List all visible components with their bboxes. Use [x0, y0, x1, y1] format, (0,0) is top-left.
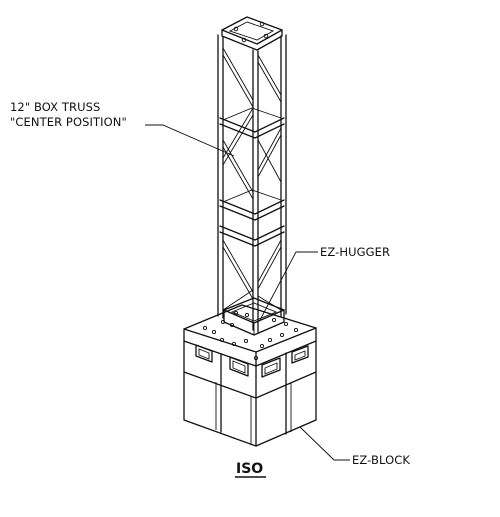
- truss-lacing-left: [222, 47, 254, 311]
- truss-lacing-right: [257, 54, 282, 311]
- top-bolt: [263, 33, 269, 39]
- block-body: [183, 371, 317, 447]
- top-bolt: [241, 37, 247, 43]
- ez-block: [183, 304, 317, 447]
- top-plate-edge: [221, 29, 283, 51]
- top-bolt: [233, 26, 239, 32]
- box-truss: [217, 16, 287, 333]
- top-bolt: [259, 21, 265, 27]
- truss-frames: [219, 107, 285, 247]
- base-plate-holes: [202, 310, 299, 361]
- top-plate-opening: [228, 21, 275, 41]
- truss-chords: [217, 34, 287, 333]
- view-title: ISO: [236, 461, 263, 477]
- truss-label-line2: "CENTER POSITION": [10, 115, 127, 129]
- block-leader: [299, 426, 350, 461]
- block-handles: [195, 344, 309, 378]
- block-label: EZ-BLOCK: [352, 453, 410, 467]
- truss-label-line1: 12" BOX TRUSS: [10, 100, 100, 114]
- hugger-label: EZ-HUGGER: [320, 245, 390, 259]
- truss-leader: [145, 124, 235, 157]
- hugger-leader: [259, 251, 318, 321]
- leader-lines: [145, 124, 350, 461]
